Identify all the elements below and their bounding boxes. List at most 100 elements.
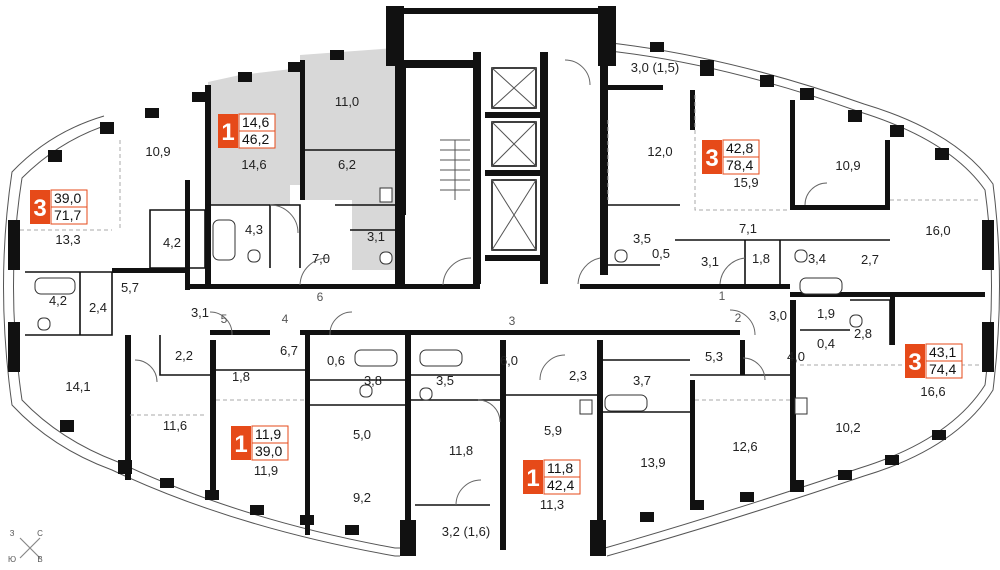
badge-rooms-count: 3 xyxy=(33,195,46,222)
room-area-label: 4,3 xyxy=(245,222,263,237)
room-area-label: 3,5 xyxy=(633,231,651,246)
badge-total-frame xyxy=(251,442,289,461)
room-area-label: 12,6 xyxy=(732,439,757,454)
apartment-badge[interactable]: 3 39,071,7 xyxy=(30,189,88,225)
badge-total-frame xyxy=(50,206,88,225)
room-area-label: 3,5 xyxy=(436,373,454,388)
room-area-label: 2,3 xyxy=(569,368,587,383)
corridor-marker: 5 xyxy=(221,312,228,326)
room-area-label: 6,0 xyxy=(500,353,518,368)
room-area-label: 11,3 xyxy=(540,497,564,512)
badge-total-frame xyxy=(722,156,760,175)
badge-living-area: 11,9 xyxy=(255,426,281,442)
room-area-label: 13,3 xyxy=(55,232,80,247)
staircase xyxy=(440,139,470,200)
room-area-label: 5,3 xyxy=(705,349,723,364)
room-area-label: 14,1 xyxy=(65,379,90,394)
badge-living-area: 39,0 xyxy=(54,190,81,206)
badge-rooms-box xyxy=(218,114,238,148)
partitions xyxy=(25,149,891,506)
badge-rooms-box xyxy=(523,460,543,494)
room-area-label: 0,5 xyxy=(652,246,670,261)
room-area-label: 16,6 xyxy=(920,384,945,399)
apartment-badge[interactable]: 1 11,939,0 xyxy=(231,425,289,461)
room-area-label: 3,4 xyxy=(808,251,826,266)
room-area-label: 3,1 xyxy=(191,305,209,320)
room-area-label: 12,0 xyxy=(647,144,672,159)
badge-living-area: 14,6 xyxy=(242,114,269,130)
room-area-label: 16,0 xyxy=(925,223,950,238)
room-area-label: 1,9 xyxy=(817,306,835,321)
room-area-label: 2,8 xyxy=(854,326,872,341)
room-area-label: 10,9 xyxy=(835,158,860,173)
room-area-label: 2,4 xyxy=(89,300,107,315)
door-swings xyxy=(134,59,828,506)
compass-north: С xyxy=(37,529,43,538)
badge-rooms-count: 3 xyxy=(705,145,718,172)
room-area-label: 0,4 xyxy=(817,336,835,351)
corridor-marker: 4 xyxy=(282,312,289,326)
badge-rooms-box xyxy=(905,344,925,378)
badge-rooms-box xyxy=(231,426,251,460)
room-area-label: 5,0 xyxy=(353,427,371,442)
room-area-label: 1,8 xyxy=(752,251,770,266)
room-area-label: 5,9 xyxy=(544,423,562,438)
corridor-markers: 12 3 4 5 6 xyxy=(221,289,742,328)
badge-total-area: 46,2 xyxy=(242,131,269,147)
badge-total-area: 39,0 xyxy=(255,443,282,459)
badge-living-area: 43,1 xyxy=(929,344,956,360)
corridor-marker: 1 xyxy=(719,289,726,303)
badge-rooms-box xyxy=(702,140,722,174)
room-area-label: 3,2 (1,6) xyxy=(442,524,490,539)
room-area-label: 10,9 xyxy=(145,144,170,159)
room-area-label: 4,2 xyxy=(163,235,181,250)
room-area-label: 4,0 xyxy=(787,349,805,364)
badge-rooms-count: 1 xyxy=(234,431,247,458)
room-area-label: 15,9 xyxy=(733,175,758,190)
room-area-label: 3,0 xyxy=(769,308,787,323)
badge-total-frame xyxy=(543,476,581,495)
elevator-shafts xyxy=(491,67,537,251)
room-area-label: 11,6 xyxy=(163,418,187,433)
badge-rooms-count: 1 xyxy=(221,119,234,146)
room-area-label: 11,0 xyxy=(335,94,359,109)
compass-rose: З С Ю В xyxy=(8,529,43,564)
structural-walls xyxy=(112,50,985,550)
room-area-label: 2,7 xyxy=(861,252,879,267)
badge-total-area: 42,4 xyxy=(547,477,574,493)
room-area-label: 11,9 xyxy=(254,463,278,478)
room-area-label: 0,6 xyxy=(327,353,345,368)
facade-piers xyxy=(8,6,994,556)
room-area-label: 2,2 xyxy=(175,348,193,363)
room-area-label: 3,0 (1,5) xyxy=(631,60,679,75)
corridor-marker: 3 xyxy=(509,314,516,328)
room-area-label: 11,8 xyxy=(449,443,473,458)
compass-south: Ю xyxy=(8,555,16,564)
room-area-label: 3,1 xyxy=(367,229,385,244)
badge-total-frame xyxy=(925,360,963,379)
room-area-label: 1,8 xyxy=(232,369,250,384)
room-area-label: 6,2 xyxy=(338,157,356,172)
plumbing-fixtures xyxy=(34,187,863,415)
corridor-marker: 6 xyxy=(317,290,324,304)
corridor-marker: 2 xyxy=(735,311,742,325)
badge-total-frame xyxy=(238,130,276,149)
room-area-label: 7,1 xyxy=(739,221,757,236)
badge-rooms-count: 1 xyxy=(526,465,539,492)
badge-total-area: 71,7 xyxy=(54,207,81,223)
room-area-label: 7,0 xyxy=(312,251,330,266)
room-area-label: 3,7 xyxy=(633,373,651,388)
badge-total-area: 74,4 xyxy=(929,361,956,377)
compass-east: В xyxy=(37,555,42,564)
room-area-label: 6,7 xyxy=(280,343,298,358)
room-area-label: 3,1 xyxy=(701,254,719,269)
room-area-label: 5,7 xyxy=(121,280,139,295)
apartment-badge[interactable]: 1 14,646,2 xyxy=(218,113,276,149)
room-area-label: 10,2 xyxy=(835,420,860,435)
